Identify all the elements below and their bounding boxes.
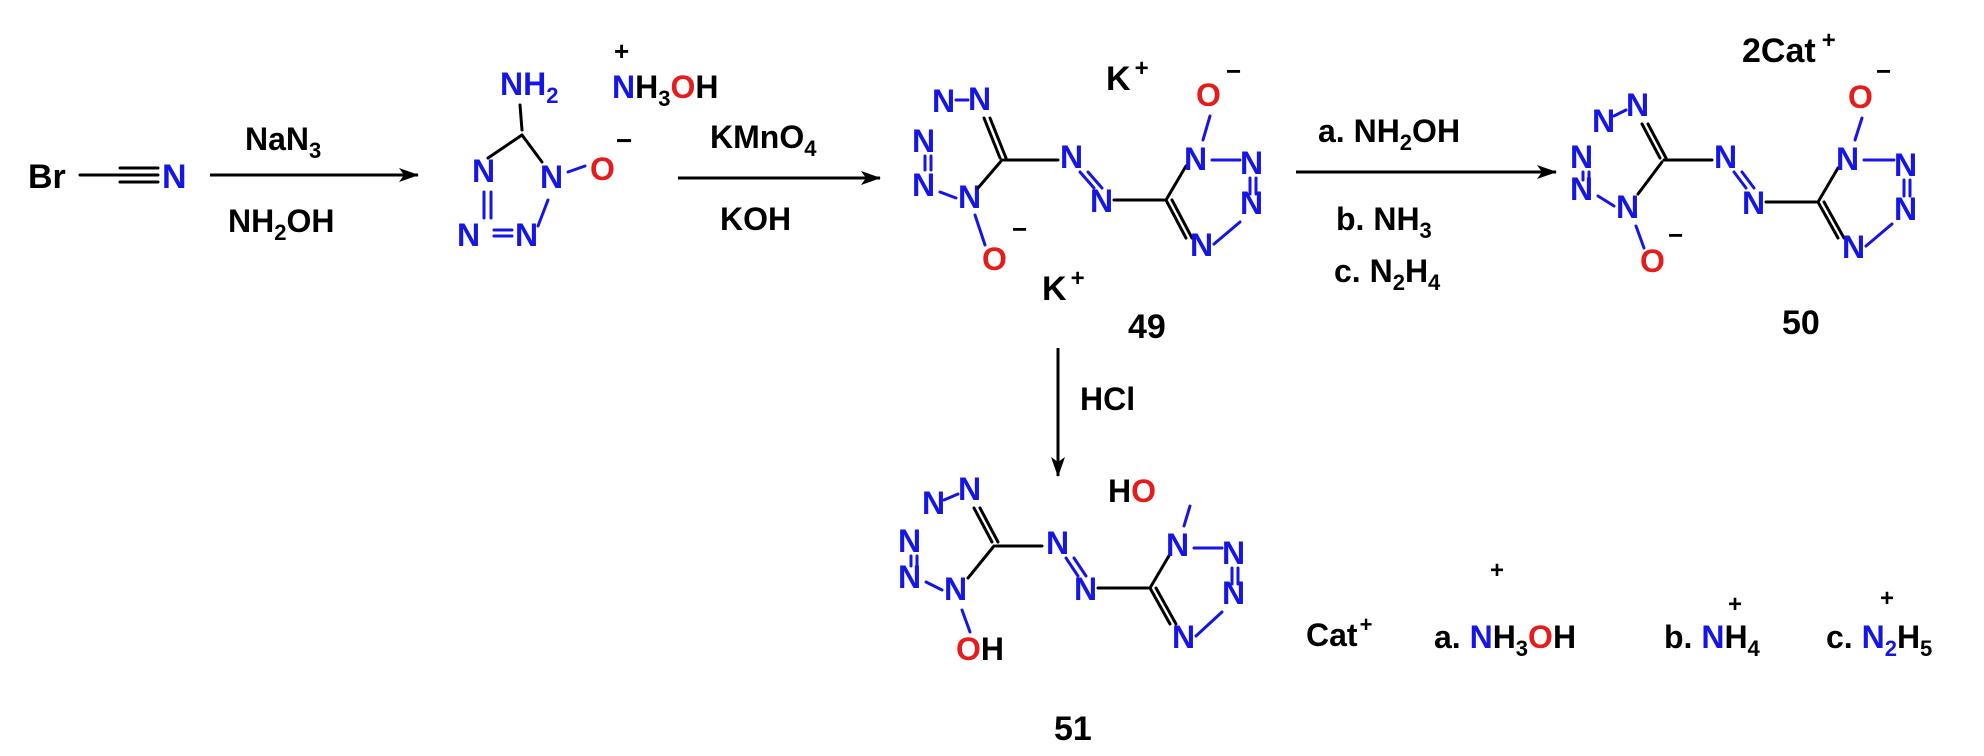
legend-c-plus: + [1880, 585, 1894, 612]
svg-text:N: N [1742, 185, 1765, 221]
cation-legend: Cat+ + a. NH3OH + b. NH4 + c. N2H5 [1306, 557, 1932, 661]
svg-text:N: N [1592, 103, 1615, 139]
svg-text:N: N [1842, 229, 1865, 265]
legend-a: a. NH3OH [1434, 619, 1576, 661]
svg-text:N: N [1714, 139, 1737, 175]
svg-text:O: O [1640, 243, 1665, 279]
reagent-koh: KOH [720, 201, 791, 237]
svg-text:−: − [1226, 56, 1241, 86]
nitrile-nitrogen: N [162, 158, 187, 196]
bromine-atom: Br [28, 158, 66, 196]
compound-49: N N N N N O − N N N O − N N N [912, 55, 1263, 346]
svg-text:−: − [616, 125, 632, 156]
svg-text:N: N [912, 167, 935, 203]
svg-text:N: N [932, 83, 955, 119]
svg-text:N: N [1046, 525, 1069, 561]
svg-text:N: N [1240, 145, 1263, 181]
svg-text:O: O [1848, 79, 1873, 115]
svg-text:N: N [1060, 139, 1083, 175]
reagent-b-nh3: b. NH3 [1336, 201, 1432, 243]
compound-49-label: 49 [1128, 308, 1166, 346]
reagent-c-n2h4: c. N2H4 [1334, 253, 1441, 295]
reagent-hcl: HCl [1080, 381, 1135, 417]
compound-51-label: 51 [1054, 710, 1092, 748]
svg-text:N: N [898, 559, 921, 595]
counterion-2cat: 2Cat+ [1742, 27, 1836, 70]
reagent-nh2oh: NH2OH [228, 203, 334, 245]
potassium-bottom: K+ [1042, 265, 1085, 308]
reagent-nan3: NaN3 [245, 121, 321, 163]
svg-text:N: N [1570, 171, 1593, 207]
svg-text:N: N [1166, 527, 1189, 563]
legend-b: b. NH4 [1664, 619, 1761, 661]
svg-text:O: O [1196, 77, 1221, 113]
svg-text:N: N [912, 123, 935, 159]
legend-a-label: + [1490, 557, 1504, 584]
svg-text:N: N [1090, 183, 1113, 219]
svg-text:NH2: NH2 [500, 66, 558, 108]
reagent-kmno4: KMnO4 [710, 119, 817, 161]
svg-text:N: N [1836, 141, 1859, 177]
svg-text:N: N [1570, 139, 1593, 175]
svg-text:N: N [457, 217, 480, 253]
svg-text:O: O [982, 241, 1007, 277]
svg-text:N: N [540, 159, 563, 195]
svg-text:N: N [1074, 571, 1097, 607]
svg-text:N: N [1172, 619, 1195, 655]
compound-51: N N N N N OH N N N HO N N N 51 [898, 471, 1245, 748]
svg-text:N: N [1894, 147, 1917, 183]
legend-b-plus: + [1728, 591, 1742, 618]
reagent-a-nh2oh: a. NH2OH [1318, 113, 1460, 155]
intermediate-aminotetrazole-oxide: NH2 N N O − N N + NH3OH [457, 36, 718, 253]
svg-text:−: − [1668, 220, 1683, 250]
svg-text:N: N [1190, 227, 1213, 263]
svg-text:N: N [1626, 87, 1649, 123]
legend-cat: Cat+ [1306, 612, 1372, 653]
svg-text:N: N [1222, 535, 1245, 571]
svg-text:N: N [944, 571, 967, 607]
svg-text:HO: HO [1108, 473, 1156, 509]
svg-text:N: N [968, 81, 991, 117]
svg-text:NH3OH: NH3OH [612, 69, 718, 111]
svg-text:N: N [515, 217, 538, 253]
svg-text:OH: OH [956, 631, 1004, 667]
svg-text:N: N [1240, 185, 1263, 221]
svg-text:−: − [1012, 214, 1027, 244]
svg-text:O: O [590, 151, 615, 187]
svg-text:N: N [1616, 189, 1639, 225]
svg-text:N: N [1894, 191, 1917, 227]
svg-text:N: N [472, 153, 495, 189]
svg-text:N: N [1184, 141, 1207, 177]
cyanogen-bromide: Br N [28, 158, 187, 196]
potassium-top: K+ [1106, 55, 1149, 98]
svg-text:+: + [614, 36, 629, 66]
svg-text:N: N [898, 523, 921, 559]
compound-50-label: 50 [1782, 304, 1820, 342]
svg-text:N: N [922, 485, 945, 521]
legend-c: c. N2H5 [1826, 619, 1932, 661]
svg-text:N: N [958, 179, 981, 215]
svg-text:N: N [958, 471, 981, 507]
svg-text:N: N [1222, 575, 1245, 611]
svg-text:−: − [1876, 56, 1891, 86]
compound-50: N N N N N O − N N N O − N N N 2Cat+ [1570, 27, 1917, 342]
